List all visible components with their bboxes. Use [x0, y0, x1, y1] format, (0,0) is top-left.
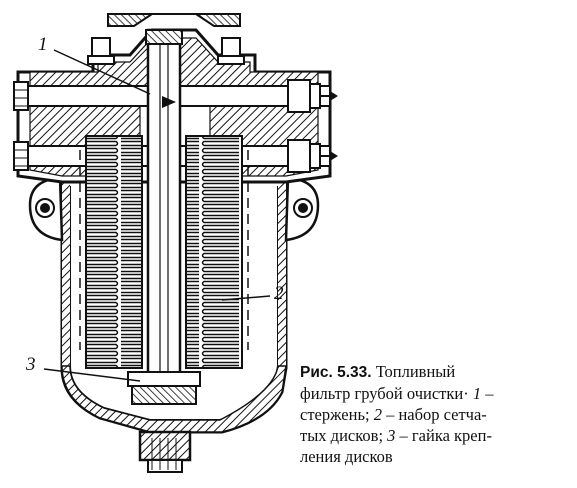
caption-line-3: стержень; 2 – набор сетча-: [300, 404, 562, 425]
caption-line-1: Рис. 5.33. Топливный: [300, 361, 562, 383]
caption-text-3b: – набор сетча-: [386, 405, 487, 424]
mounting-lug-right: [284, 176, 320, 242]
callout-2-label: 2: [274, 283, 284, 304]
callout-1-label: 1: [38, 34, 48, 55]
figure-label: Рис. 5.33.: [300, 364, 372, 381]
caption-text-3a: стержень;: [300, 405, 370, 424]
caption-ref-2: 2: [373, 405, 382, 424]
figure-caption: Рис. 5.33. Топливный фильтр грубой очист…: [300, 361, 562, 467]
callout-3-label: 3: [26, 354, 36, 375]
caption-ref-3: 3: [387, 426, 396, 445]
callout-1-leader: [53, 49, 151, 95]
central-rod: [146, 28, 182, 382]
fitting-right-upper: [287, 79, 321, 113]
bolt-top-right: [217, 37, 245, 65]
disc-fastening-nut: [127, 371, 201, 405]
caption-ref-1: 1: [472, 384, 482, 403]
caption-line-5: ления дисков: [300, 447, 393, 466]
disc-stack-right: [185, 135, 243, 369]
caption-text-2b: –: [485, 384, 494, 403]
disc-stack-left: [85, 135, 143, 369]
fitting-right-lower: [287, 139, 321, 173]
mounting-lug-left: [28, 176, 64, 242]
caption-text-4a: тых дисков;: [300, 426, 384, 445]
callout-2-leader: [221, 295, 271, 301]
caption-line-4: тых дисков; 3 – гайка креп-: [300, 425, 562, 446]
fitting-left-lower: [13, 141, 29, 171]
drain-plug: [138, 430, 192, 473]
bolt-top-left: [87, 37, 115, 65]
fitting-left-upper: [13, 81, 29, 111]
caption-line-2: фильтр грубой очистки· 1 –: [300, 383, 562, 404]
callout-3-leader: [43, 368, 141, 382]
caption-text-2a: фильтр грубой очистки·: [300, 384, 469, 403]
caption-text-4b: – гайка креп-: [399, 426, 492, 445]
caption-text-1: Топливный: [375, 362, 456, 381]
